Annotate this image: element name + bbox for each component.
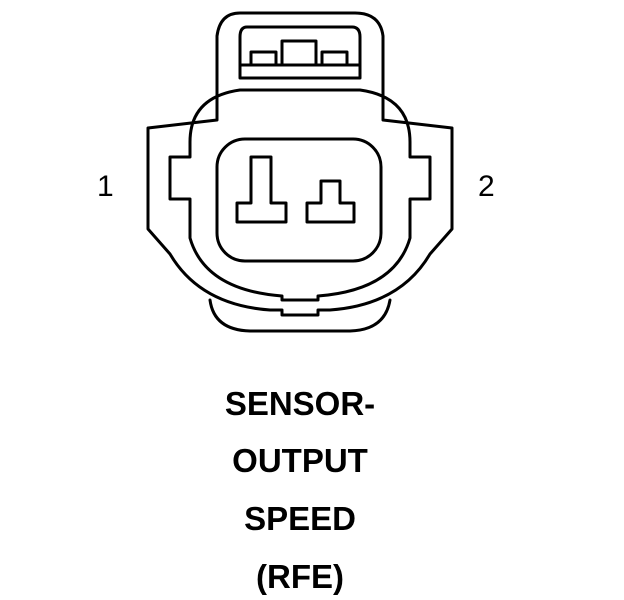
latch-window <box>238 25 362 80</box>
caption-line-3: SPEED <box>244 500 356 537</box>
pin-2-terminal <box>305 179 356 224</box>
pin-label-2: 2 <box>478 170 495 203</box>
connector-outer-housing <box>146 11 454 317</box>
caption-line-1: SENSOR- <box>224 385 376 422</box>
caption-line-4: (RFE) <box>256 558 344 595</box>
inner-housing-wall <box>168 88 432 302</box>
latch-tooth-right <box>320 50 349 67</box>
terminal-cavity <box>215 137 383 263</box>
latch-tooth-left <box>249 50 278 67</box>
pin-1-terminal <box>235 155 288 224</box>
connector-bottom-skirt <box>208 298 392 333</box>
pin-label-1: 1 <box>97 170 114 203</box>
latch-tooth-center <box>280 39 318 67</box>
caption-line-2: OUTPUT <box>232 442 368 479</box>
